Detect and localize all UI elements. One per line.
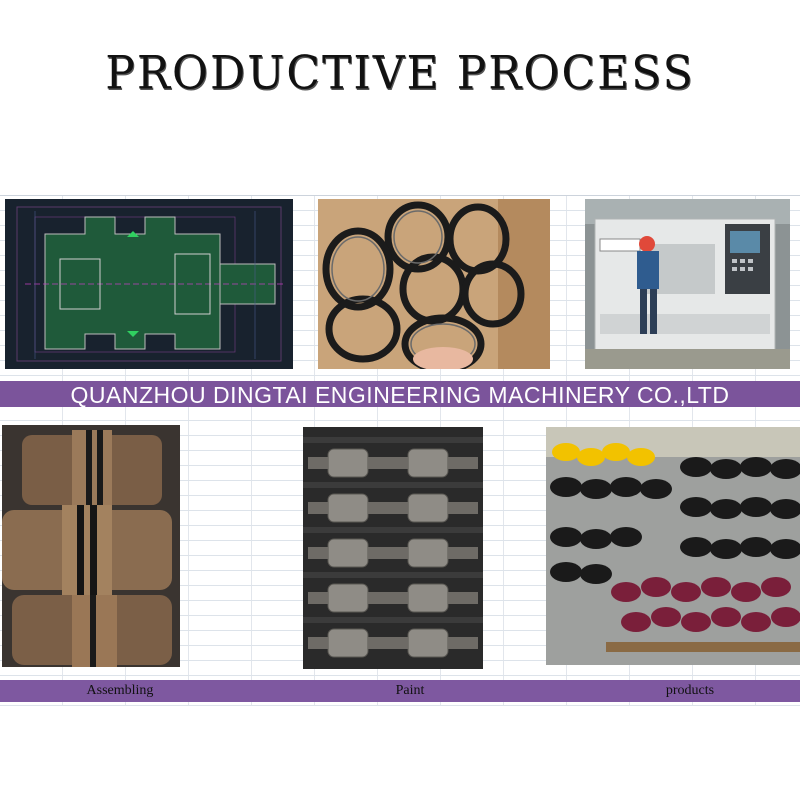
seal-rings-photo: [318, 199, 550, 369]
caption-products: products: [665, 683, 715, 698]
caption-bar: [0, 680, 800, 702]
painted-rollers-icon: [303, 427, 483, 669]
cnc-machine-photo: [585, 199, 790, 369]
roller-parts-icon: [2, 425, 180, 667]
seal-rings-icon: [318, 199, 550, 369]
cad-drawing-icon: [5, 199, 293, 369]
caption-paint: Paint: [395, 683, 425, 698]
page-title: PRODUCTIVE PROCESS: [105, 46, 695, 101]
assembling-photo: [2, 425, 180, 667]
cad-drawing-photo: [5, 199, 293, 369]
caption-assembling: Assembling: [86, 683, 154, 698]
company-banner: [0, 381, 800, 407]
paint-photo: [303, 427, 483, 669]
finished-rollers-icon: [546, 427, 800, 665]
company-name: QUANZHOU DINGTAI ENGINEERING MACHINERY C…: [70, 382, 730, 407]
products-photo: [546, 427, 800, 665]
cnc-machine-icon: [585, 199, 790, 369]
